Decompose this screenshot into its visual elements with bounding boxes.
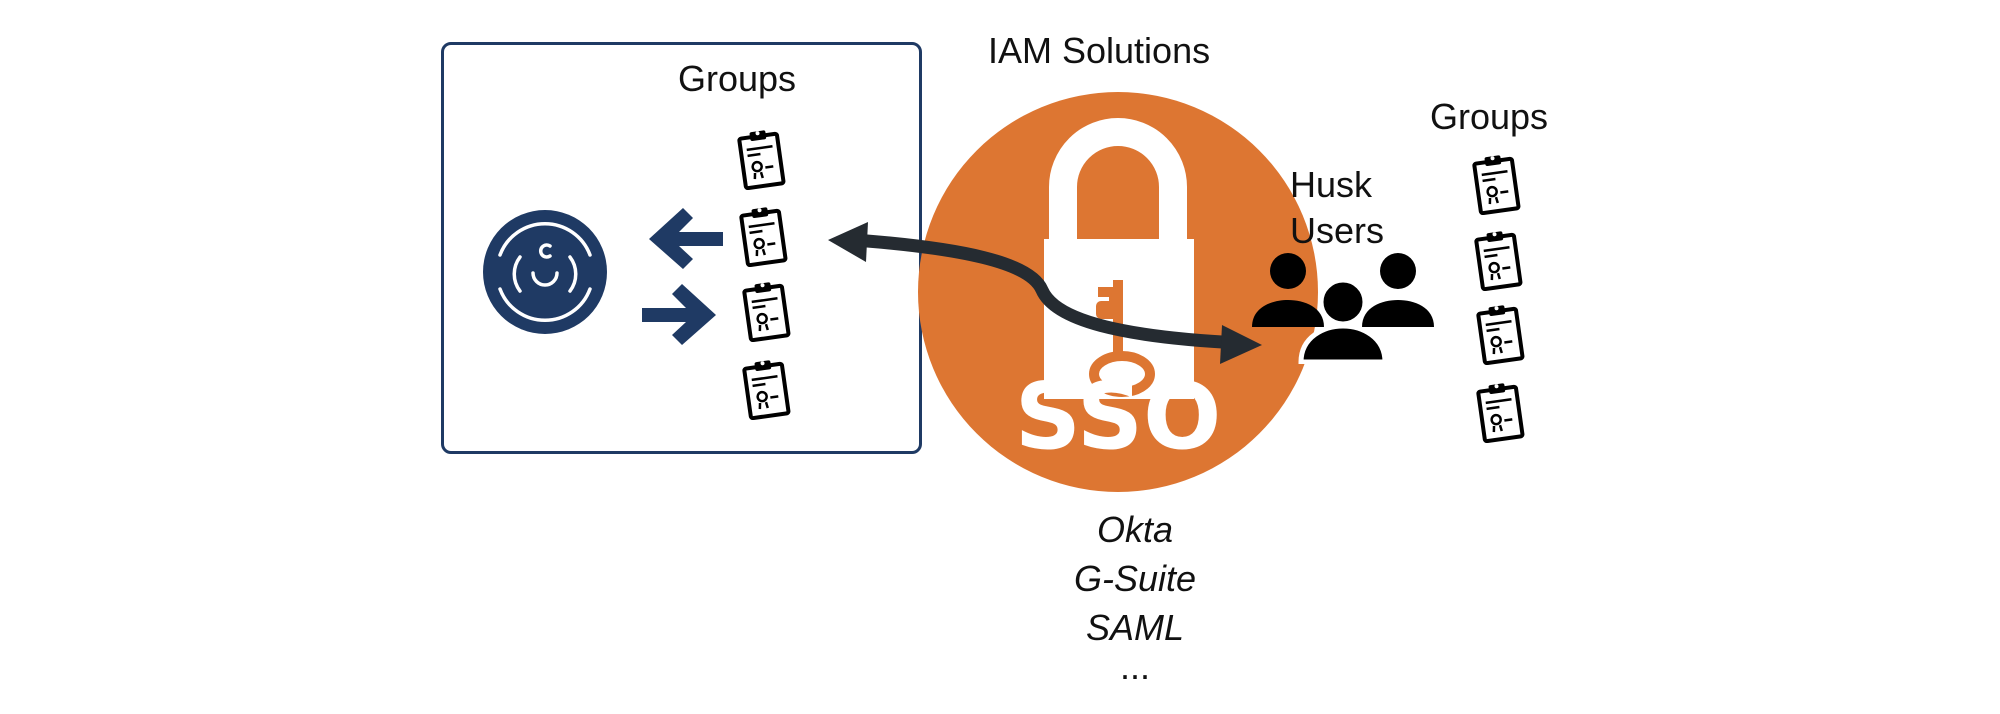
idp-okta: Okta bbox=[1096, 509, 1174, 550]
left-groups-label: Groups bbox=[678, 58, 797, 99]
circular-c-logo-icon bbox=[483, 210, 607, 334]
right-groups-label: Groups bbox=[1430, 96, 1549, 137]
idp-saml: SAML bbox=[1085, 607, 1185, 648]
idp-list: Okta G-Suite SAML ... bbox=[1050, 505, 1220, 687]
husk-label: Husk bbox=[1290, 164, 1373, 205]
idp-more: ... bbox=[1119, 646, 1150, 687]
sso-text: SSO bbox=[1015, 363, 1222, 470]
idp-gsuite: G-Suite bbox=[1073, 558, 1197, 599]
clipboard-certificate-icon[interactable] bbox=[1472, 303, 1528, 365]
users-group-icon[interactable] bbox=[1252, 252, 1434, 364]
arrow-right-icon bbox=[642, 284, 716, 345]
clipboard-certificate-icon[interactable] bbox=[1472, 381, 1528, 443]
iam-solutions-title: IAM Solutions bbox=[988, 30, 1211, 71]
users-label: Users bbox=[1290, 210, 1385, 251]
clipboard-certificate-icon[interactable] bbox=[1470, 229, 1526, 291]
clipboard-certificate-icon[interactable] bbox=[1468, 153, 1524, 215]
husk-users-label: Husk Users bbox=[1290, 162, 1384, 254]
arrow-left-icon bbox=[649, 208, 723, 269]
